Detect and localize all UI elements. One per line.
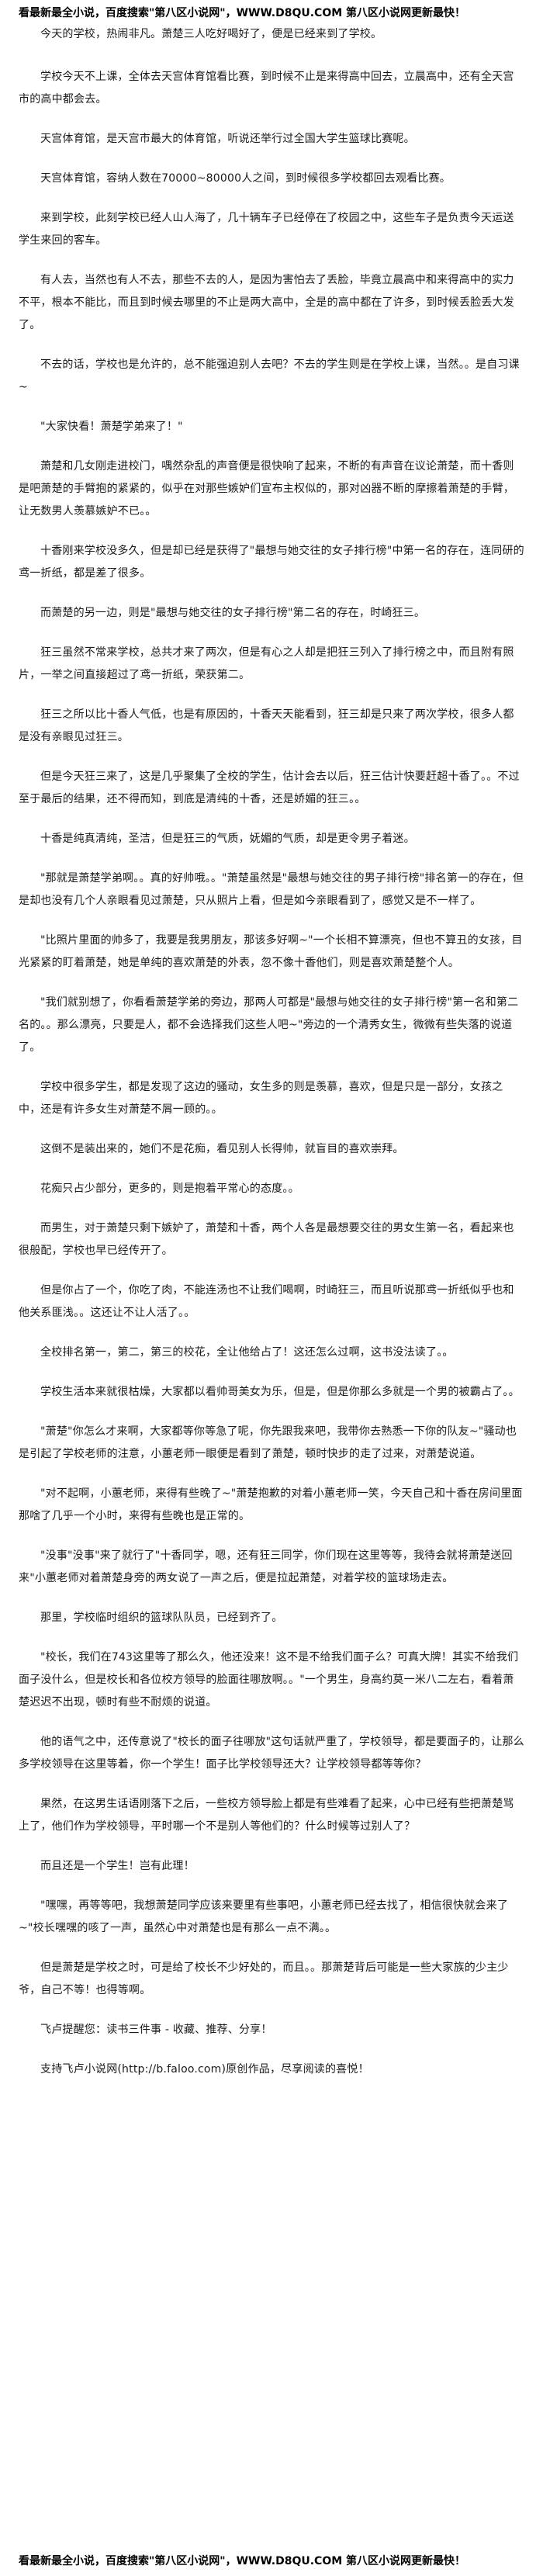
paragraph: 果然，在这男生话语刚落下之后，一些校方领导脸上都是有些难看了起来，心中已经有些把…	[19, 1798, 514, 1833]
top-banner: 看最新最全小说，百度搜索"第八区小说网"，WWW.D8QU.COM 第八区小说网…	[19, 7, 466, 19]
paragraph: 这倒不是装出来的，她们不是花痴，看见别人长得帅，就盲目的喜欢崇拜。	[40, 1143, 404, 1155]
paragraph: 他的语气之中，还传意说了"校长的面子往哪放"这句话就严重了，学校领导，都是要面子…	[19, 1736, 524, 1771]
paragraph: 有人去，当然也有人不去，那些不去的人，是因为害怕去了丢脸，毕竟立晨高中和来得高中…	[19, 274, 514, 331]
paragraph: 学校生活本来就很枯燥，大家都以看帅哥美女为乐，但是，但是你那么多就是一个男的被霸…	[40, 1386, 520, 1398]
paragraph: 飞卢提醒您：读书三件事 - 收藏、推荐、分享！	[40, 2024, 272, 2036]
paragraph: 十香是纯真清纯，圣洁，但是狂三的气质，妩媚的气质，却是更令男子着迷。	[40, 833, 415, 845]
paragraph: 今天的学校，热闹非凡。萧楚三人吃好喝好了，便是已经来到了学校。	[40, 28, 382, 40]
paragraph: "比照片里面的帅多了，我要是我男朋友，那该多好啊~"一个长相不算漂亮，但也不算丑…	[19, 934, 523, 969]
paragraph: "校长，我们在743这里等了那么久，他还没来！这不是不给我们面子么？可真大牌！其…	[19, 1651, 519, 1709]
paragraph: 学校今天不上课，全体去天宫体育馆看比赛，到时候不止是来得高中回去，立晨高中，还有…	[19, 71, 514, 106]
paragraph: 而萧楚的另一边，则是"最想与她交往的女子排行榜"第二名的存在，时崎狂三。	[40, 607, 426, 619]
paragraph: "那就是萧楚学弟啊。。真的好帅哦。。"萧楚虽然是"最想与她交往的男子排行榜"排名…	[19, 872, 524, 907]
paragraph: 但是萧楚是学校之时，可是给了校长不少好处的，而且。。那萧楚背后可能是一些大家族的…	[19, 1961, 509, 1996]
paragraph: "我们就别想了，你看看萧楚学弟的旁边，那两人可都是"最想与她交往的女子排行榜"第…	[19, 996, 519, 1054]
paragraph: "嘿嘿，再等等吧，我想萧楚同学应该来要里有些事吧，小蕙老师已经去找了，相信很快就…	[19, 1899, 509, 1934]
paragraph: 天宫体育馆，容纳人数在70000~80000人之间，到时候很多学校都回去观看比赛…	[40, 172, 451, 185]
paragraph: 而男生，对于萧楚只剩下嫉妒了，萧楚和十香，两个人各是最想要交往的男女生第一名，看…	[19, 1222, 514, 1257]
paragraph: "大家快看！萧楚学弟来了！"	[40, 421, 183, 433]
paragraph: 花痴只占少部分，更多的，则是抱着平常心的态度。。	[40, 1182, 299, 1195]
paragraph: 而且还是一个学生！岂有此理！	[40, 1860, 195, 1872]
paragraph: 但是今天狂三来了，这是几乎聚集了全校的学生，估计会去以后，狂三估计快要赶超十香了…	[19, 770, 520, 805]
bottom-banner: 看最新最全小说，百度搜索"第八区小说网"，WWW.D8QU.COM 第八区小说网…	[19, 2555, 466, 2567]
paragraph: 学校中很多学生，都是发现了这边的骚动，女生多的则是羡慕，喜欢，但是只是一部分，女…	[19, 1081, 503, 1116]
paragraph: 但是你占了一个，你吃了肉，不能连汤也不让我们喝啊，时崎狂三，而且听说那鸢一折纸似…	[19, 1284, 514, 1319]
paragraph: 十香刚来学校没多久，但是却已经是获得了"最想与她交往的女子排行榜"中第一名的存在…	[19, 545, 524, 580]
paragraph: 天宫体育馆，是天宫市最大的体育馆，听说还举行过全国大学生篮球比赛呢。	[40, 133, 415, 145]
paragraph: 全校排名第一，第二，第三的校花，全让他给占了！这还怎么过啊，这书没法读了。。	[40, 1346, 454, 1359]
paragraph: 不去的话，学校也是允许的，总不能强迫别人去吧？不去的学生则是在学校上课，当然。。…	[19, 358, 520, 393]
paragraph: 来到学校，此刻学校已经人山人海了，几十辆车子已经停在了校园之中，这些车子是负责今…	[19, 212, 514, 247]
paragraph: 那里，学校临时组织的篮球队队员，已经到齐了。	[40, 1612, 283, 1624]
paragraph: "对不起啊，小蕙老师，来得有些晚了~"萧楚抱歉的对着小蕙老师一笑，今天自己和十香…	[19, 1487, 523, 1522]
article-body: 今天的学校，热闹非凡。萧楚三人吃好喝好了，便是已经来到了学校。 学校今天不上课，…	[19, 23, 524, 2081]
paragraph: "没事"没事"来了就行了"十香同学，嗯，还有狂三同学，你们现在这里等等，我待会就…	[19, 1549, 513, 1584]
paragraph: "萧楚"你怎么才来啊，大家都等你等急了呢，你先跟我来吧，我带你去熟悉一下你的队友…	[19, 1425, 517, 1460]
reader-tip: 支持飞卢小说网(http://b.faloo.com)原创作品，尽享阅读的喜悦！	[40, 2063, 369, 2076]
paragraph: 狂三虽然不常来学校，总共才来了两次，但是有心之人却是把狂三列入了排行榜之中，而且…	[19, 646, 514, 681]
paragraph: 萧楚和几女刚走进校门，喁然杂乱的声音便是很快响了起来，不断的有声音在议论萧楚，而…	[19, 460, 514, 518]
paragraph: 狂三之所以比十香人气低，也是有原因的，十香天天能看到，狂三却是只来了两次学校，很…	[19, 708, 514, 743]
